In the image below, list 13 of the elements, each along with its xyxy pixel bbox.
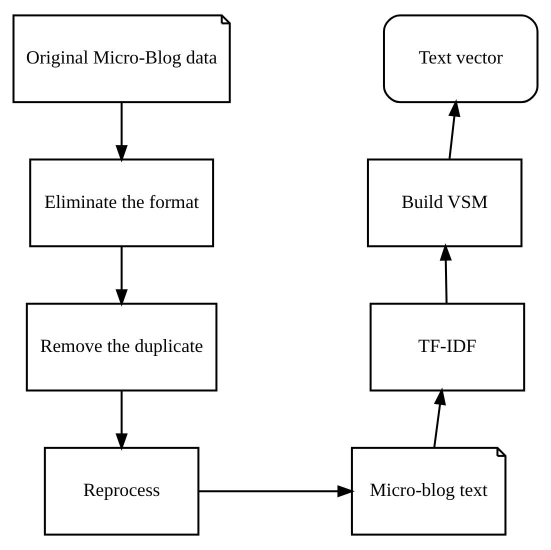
arrow [448, 99, 460, 160]
node-box: TF-IDF [370, 302, 526, 392]
node-box: Remove the duplicate [26, 302, 218, 392]
arrow [116, 246, 128, 307]
arrow [198, 485, 355, 498]
node-box: Reprocess [44, 446, 200, 536]
node-box: Build VSM [366, 158, 522, 248]
node-box: Text vector [382, 14, 538, 104]
arrow [116, 390, 128, 451]
arrow [433, 388, 446, 448]
arrow [116, 102, 128, 162]
node-box: Eliminate the format [29, 158, 214, 248]
arrow [440, 243, 452, 304]
